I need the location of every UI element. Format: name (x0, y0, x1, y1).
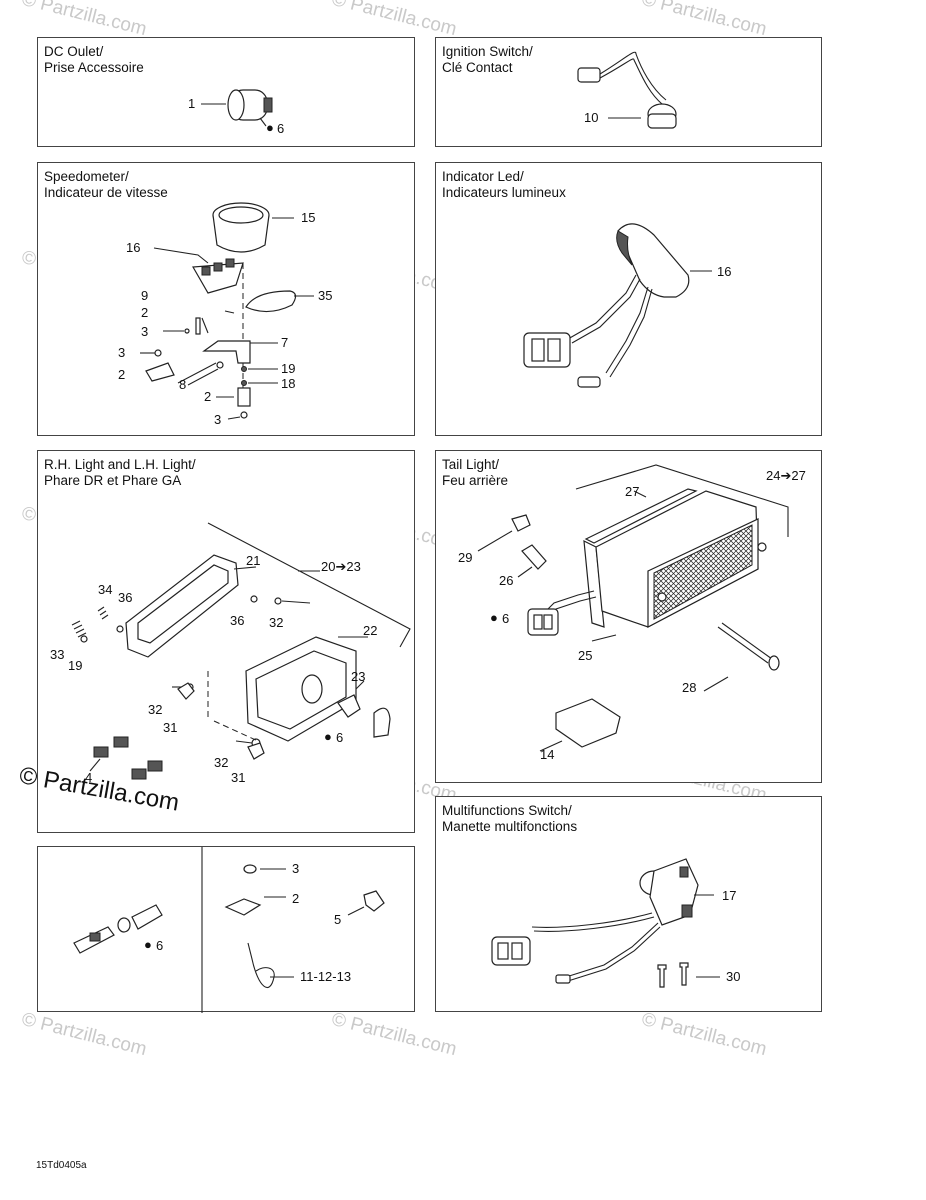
indicator-led-drawing (523, 223, 712, 388)
callout: 19 (281, 361, 296, 376)
callout: 32 (214, 755, 229, 770)
panel-lights: R.H. Light and L.H. Light/ Phare DR et P… (37, 450, 415, 833)
callout: 3 (141, 324, 149, 339)
callout: 6 (156, 938, 164, 953)
panel-title: Multifunctions Switch/ Manette multifonc… (442, 803, 578, 834)
callout: 22 (363, 623, 378, 638)
callout: 2 (292, 891, 300, 906)
callout: 5 (334, 912, 342, 927)
callout: 26 (499, 573, 514, 588)
oil-drop-icon: ● (490, 610, 498, 625)
callout: 36 (118, 590, 133, 605)
callout: 2 (141, 305, 149, 320)
callout: 8 (179, 377, 187, 392)
callout: 3 (214, 412, 222, 427)
callout: 31 (231, 770, 246, 785)
callout: 16 (126, 240, 141, 255)
callout: 3 (118, 345, 126, 360)
callout: 33 (50, 647, 65, 662)
panel-speedometer: Speedometer/ Indicateur de vitesse (37, 162, 415, 436)
watermark: © Partzilla.com (19, 0, 149, 41)
callout: 6 (502, 611, 510, 626)
callout: 2 (204, 389, 212, 404)
panel-title: Indicator Led/ Indicateurs lumineux (442, 169, 566, 200)
callout: 14 (540, 747, 555, 762)
watermark: © Partzilla.com (329, 0, 459, 41)
callout: 16 (717, 264, 732, 279)
panel-title: DC Oulet/ Prise Accessoire (44, 44, 144, 75)
watermark: © Partzilla.com (329, 1008, 459, 1061)
watermark: © Partzilla.com (639, 0, 769, 41)
panel-misc: ● 6 3 2 5 11-12-13 (37, 846, 415, 1013)
callout: 9 (141, 288, 149, 303)
callout: 32 (148, 702, 163, 717)
callout: 30 (726, 969, 741, 984)
callout: 17 (722, 888, 737, 903)
lights-drawing (71, 522, 411, 780)
callout: 32 (269, 615, 284, 630)
panel-title: Speedometer/ Indicateur de vitesse (44, 169, 168, 200)
callout: 29 (458, 550, 473, 565)
misc-drawing (73, 847, 385, 1013)
panel-title: R.H. Light and L.H. Light/ Phare DR et P… (44, 457, 196, 488)
oil-drop-icon: ● (324, 729, 332, 744)
callout: 24➔27 (766, 468, 806, 483)
callout: 11-12-13 (300, 969, 352, 984)
callout: 35 (318, 288, 333, 303)
tail-light-drawing (477, 464, 789, 752)
callout: 6 (336, 730, 344, 745)
panel-dc-outlet: DC Oulet/ Prise Accessoire 1 ● 6 (37, 37, 415, 147)
watermark: © Partzilla.com (639, 1008, 769, 1061)
oil-drop-icon: ● (144, 937, 152, 952)
callout: 3 (292, 861, 300, 876)
callout: 21 (246, 553, 261, 568)
callout: 20➔23 (321, 559, 361, 574)
multifunction-drawing (491, 858, 720, 988)
panel-title: Ignition Switch/ Clé Contact (442, 44, 533, 75)
ignition-drawing (577, 51, 677, 129)
callout: 28 (682, 680, 697, 695)
panel-indicator-led: Indicator Led/ Indicateurs lumineux 16 (435, 162, 822, 436)
panel-title: Tail Light/ Feu arrière (442, 457, 509, 488)
callout: 1 (188, 96, 196, 111)
callout: 31 (163, 720, 178, 735)
speedometer-drawing (140, 202, 314, 420)
callout: 2 (118, 367, 126, 382)
watermark: © Partzilla.com (19, 1008, 149, 1061)
callout: 6 (277, 121, 285, 136)
callout: 36 (230, 613, 245, 628)
panel-tail-light: Tail Light/ Feu arrière (435, 450, 822, 783)
callout: 10 (584, 110, 599, 125)
callout: 7 (281, 335, 289, 350)
callout: 27 (625, 484, 640, 499)
dc-outlet-drawing (201, 89, 273, 127)
callout: 15 (301, 210, 316, 225)
panel-multifunction-switch: Multifunctions Switch/ Manette multifonc… (435, 796, 822, 1012)
callout: 23 (351, 669, 366, 684)
panel-ignition: Ignition Switch/ Clé Contact 10 (435, 37, 822, 147)
oil-drop-icon: ● (266, 120, 274, 135)
callout: 19 (68, 658, 83, 673)
callout: 34 (98, 582, 113, 597)
callout: 4 (85, 770, 93, 785)
figure-code: 15Td0405a (36, 1160, 87, 1171)
callout: 18 (281, 376, 296, 391)
callout: 25 (578, 648, 593, 663)
